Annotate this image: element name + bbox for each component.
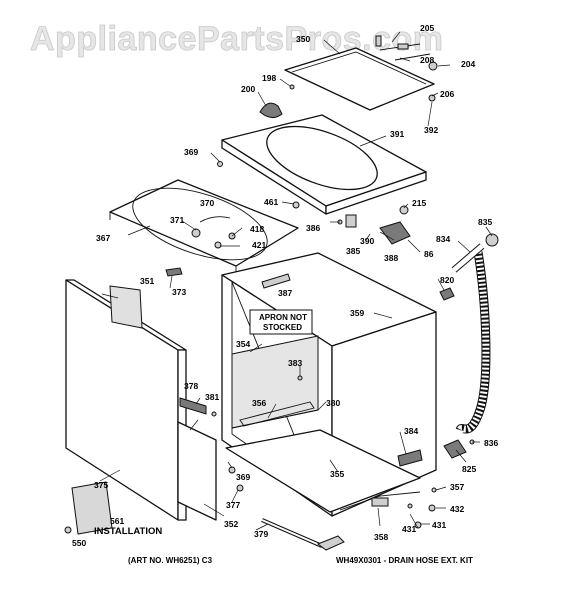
label-386: 384 — [404, 426, 418, 436]
label-835: 835 — [478, 217, 492, 227]
label-387: 387 — [278, 288, 292, 298]
label-367: 367 — [96, 233, 110, 243]
label-421: 431 — [402, 524, 416, 534]
installation-booklet — [71, 481, 113, 535]
watermark-text: AppliancePartsPros.com — [30, 20, 443, 58]
leader-lines — [99, 31, 493, 531]
label-418: 421 — [252, 240, 266, 250]
label-383: 383 — [288, 358, 302, 368]
label-392: 392 — [424, 125, 438, 135]
label-417: 418 — [250, 224, 264, 234]
label-385: 386 — [306, 223, 320, 233]
label-86: 86 — [424, 249, 434, 259]
label-206: 206 — [440, 89, 454, 99]
label-384: 385 — [346, 246, 360, 256]
label-834: 825 — [462, 464, 476, 474]
label-371: 371 — [170, 215, 184, 225]
label-351: 351 — [140, 276, 154, 286]
label-350: 350 — [296, 34, 310, 44]
lid-part — [284, 47, 435, 111]
label-378: 377 — [226, 500, 240, 510]
drain-hose-part — [428, 233, 499, 512]
label-215: 215 — [412, 198, 426, 208]
label-370: 370 — [200, 198, 214, 208]
label-352: 352 — [224, 519, 238, 529]
lid-lock-part — [259, 102, 283, 118]
label-388: 388 — [384, 253, 398, 263]
label-200: 200 — [241, 84, 255, 94]
label-431: 431 — [432, 520, 446, 530]
top-cover-part — [221, 114, 427, 215]
label-461: 461 — [264, 197, 278, 207]
label-379: 378 — [184, 381, 198, 391]
installation-label: INSTALLATION — [94, 526, 162, 537]
label-561: 561 — [110, 516, 124, 526]
label-550: 550 — [72, 538, 86, 548]
label-377: 379 — [254, 529, 268, 539]
label-358: 358 — [374, 532, 388, 542]
label-369-top: 369 — [184, 147, 198, 157]
label-208: 208 — [420, 55, 434, 65]
label-204: 204 — [461, 59, 475, 69]
panel-351 — [109, 285, 143, 329]
label-355: 355 — [330, 469, 344, 479]
label-836: 836 — [484, 438, 498, 448]
bracket-386 — [397, 449, 423, 467]
label-432: 432 — [450, 504, 464, 514]
switch-parts — [337, 205, 411, 245]
label-369-bottom: 369 — [236, 472, 250, 482]
hinge-parts — [289, 35, 438, 102]
label-381: 381 — [205, 392, 219, 402]
handle-387 — [261, 273, 291, 289]
part-labels: 350 198 200 205 208 204 206 392 391 369 … — [72, 23, 498, 565]
apron-note-line2: STOCKED — [263, 323, 302, 332]
label-205: 205 — [420, 23, 434, 33]
clip-373 — [165, 267, 183, 277]
drain-hose-kit: WH49X0301 - DRAIN HOSE EXT. KIT — [336, 556, 473, 565]
strip-379 — [179, 397, 207, 415]
label-390: 390 — [360, 236, 374, 246]
art-number: (ART NO. WH6251) C3 — [128, 556, 213, 565]
label-820: 820 — [440, 275, 454, 285]
base-ring-part — [109, 161, 299, 272]
label-356: 356 — [252, 398, 266, 408]
spring-parts — [191, 216, 236, 249]
apron-note-box — [249, 309, 313, 335]
panel-352 — [177, 421, 217, 521]
label-373: 373 — [172, 287, 186, 297]
label-354: 354 — [236, 339, 250, 349]
label-825: 834 — [436, 234, 450, 244]
base-parts — [225, 429, 422, 529]
label-380: 380 — [326, 398, 340, 408]
label-375: 375 — [94, 480, 108, 490]
bracket-356 — [239, 401, 315, 427]
label-359: 359 — [350, 308, 364, 318]
apron-note-line1: APRON NOT — [259, 313, 307, 322]
label-198: 198 — [262, 73, 276, 83]
label-357: 357 — [450, 482, 464, 492]
label-391: 391 — [390, 129, 404, 139]
